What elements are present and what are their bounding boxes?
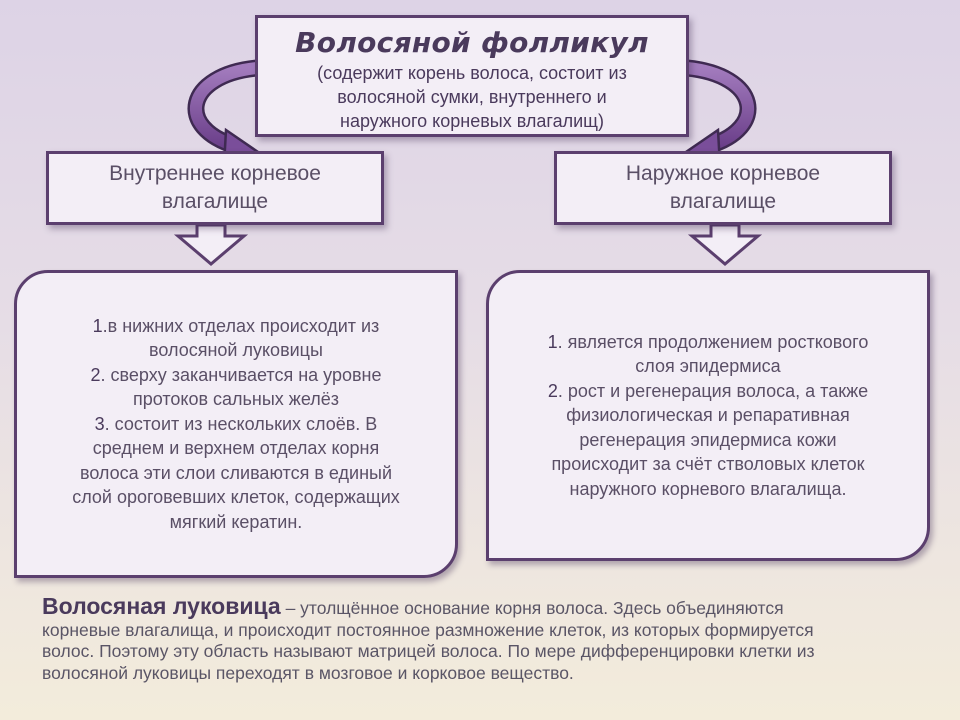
title-box: Волосяной фолликул (содержит корень воло… [255, 15, 689, 137]
inner-root-sheath-content: 1.в нижних отделах происходит из волосян… [14, 270, 458, 578]
hair-bulb-description: Волосяная луковица – утолщённое основани… [42, 593, 815, 683]
title-description: (содержит корень волоса, состоит из воло… [317, 63, 627, 131]
outer-root-sheath-header: Наружное корневое влагалище [554, 151, 892, 225]
title-heading: Волосяной фолликул [295, 26, 649, 59]
outer-root-sheath-content: 1. является продолжением росткового слоя… [486, 270, 930, 561]
inner-sheath-text: 1.в нижних отделах происходит из волосян… [72, 315, 400, 532]
outer-sheath-text: 1. является продолжением росткового слоя… [547, 331, 869, 499]
curved-arrow-left-icon [187, 59, 261, 168]
hair-bulb-term: Волосяная луковица [42, 593, 281, 619]
inner-root-sheath-header: Внутреннее корневое влагалище [46, 151, 384, 225]
down-arrow-left-icon [173, 223, 249, 266]
down-arrow-right-icon [687, 223, 763, 266]
